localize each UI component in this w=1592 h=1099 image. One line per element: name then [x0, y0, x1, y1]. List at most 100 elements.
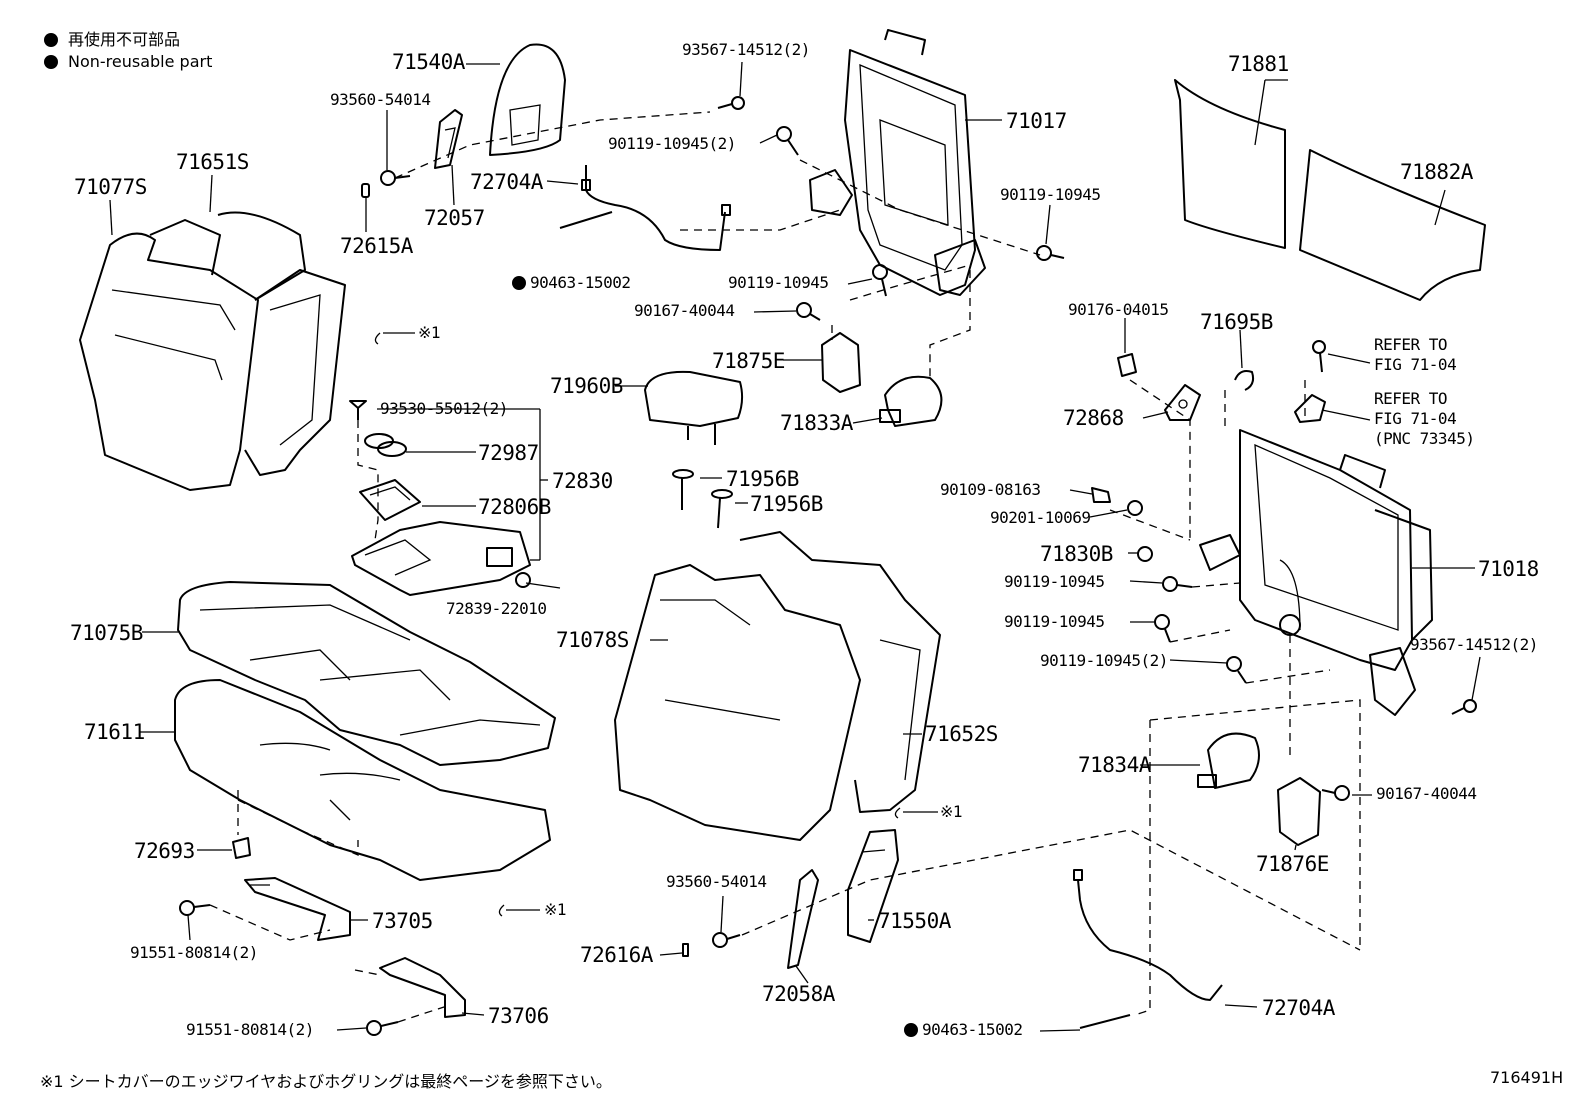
legend-jp-text: 再使用不可部品	[68, 30, 181, 49]
hogring-note-1c-drawing	[498, 904, 540, 917]
bolt-90119-10945-2-top-drawing	[776, 126, 799, 156]
cover-71875E-drawing	[821, 332, 861, 393]
bolt-90167-40044-top-drawing	[796, 302, 821, 321]
part-label-72839-22010[interactable]: 72839-22010	[446, 599, 547, 618]
board-71882A-drawing	[1299, 149, 1486, 301]
part-label-71018[interactable]: 71018	[1478, 557, 1539, 581]
part-label-90119-10945-2-top[interactable]: 90119-10945(2)	[608, 134, 736, 153]
part-label-71956B-1[interactable]: 71956B	[726, 467, 799, 491]
part-label-71876E[interactable]: 71876E	[1256, 852, 1329, 876]
bolt-90119-10945-right-drawing	[1036, 245, 1065, 261]
fig-71-04-link-2[interactable]: FIG 71-04	[1374, 409, 1457, 428]
bolt-93560-54014-bottom-drawing	[712, 932, 741, 948]
part-label-90176-04015[interactable]: 90176-04015	[1068, 300, 1169, 319]
bracket-73706-drawing	[379, 957, 466, 1018]
part-label-91551-80814-2-a[interactable]: 91551-80814(2)	[130, 943, 258, 962]
part-label-90119-10945-right[interactable]: 90119-10945	[1000, 185, 1101, 204]
part-label-71695B[interactable]: 71695B	[1200, 310, 1273, 334]
refer-to-label-2: REFER TO	[1374, 389, 1448, 408]
part-label-71834A[interactable]: 71834A	[1078, 753, 1151, 777]
part-label-71078S[interactable]: 71078S	[556, 628, 629, 652]
part-label-72806B[interactable]: 72806B	[478, 495, 551, 519]
bezel-72058A-drawing	[787, 869, 819, 969]
board-71881-drawing	[1174, 79, 1286, 249]
leader-lines	[109, 61, 1481, 1032]
part-label-72830[interactable]: 72830	[552, 469, 613, 493]
part-label-90119-10945-r2[interactable]: 90119-10945	[1004, 612, 1105, 631]
part-label-71077S[interactable]: 71077S	[74, 175, 147, 199]
bolt-90119-10945-r2-drawing	[1154, 614, 1171, 643]
part-label-72058A[interactable]: 72058A	[762, 982, 835, 1006]
part-label-73705[interactable]: 73705	[372, 909, 433, 933]
seatback-frame-71018-drawing	[1199, 429, 1433, 716]
part-label-73706[interactable]: 73706	[488, 1004, 549, 1028]
part-label-71550A[interactable]: 71550A	[878, 909, 951, 933]
part-label-90463-15002-bottom[interactable]: 90463-15002	[904, 1022, 1023, 1038]
part-label-72704A-top[interactable]: 72704A	[470, 170, 543, 194]
bolt-91551-80814-b-drawing	[366, 1020, 399, 1036]
cover-71876E-drawing	[1277, 777, 1321, 846]
grommet-71695B-drawing	[1234, 370, 1255, 391]
legend-en-text: Non-reusable part	[68, 52, 213, 71]
part-label-71956B-2[interactable]: 71956B	[750, 492, 823, 516]
seatback-cover-71540A-drawing	[489, 43, 566, 156]
nut-90201-10069-drawing	[1127, 500, 1143, 516]
part-label-93567-14512-2-top[interactable]: 93567-14512(2)	[682, 40, 810, 59]
seat-cushion-71075B-drawing	[177, 581, 556, 766]
clip-90176-04015-drawing	[1117, 353, 1137, 377]
part-label-90167-40044-top[interactable]: 90167-40044	[634, 301, 735, 320]
part-label-71652S[interactable]: 71652S	[925, 722, 998, 746]
headrest-71960B-drawing	[644, 370, 744, 445]
part-label-93567-14512-2-right[interactable]: 93567-14512(2)	[1410, 635, 1538, 654]
part-label-71882A[interactable]: 71882A	[1400, 160, 1473, 184]
bolt-90119-10945-r1-drawing	[1162, 576, 1193, 592]
part-label-71540A[interactable]: 71540A	[392, 50, 465, 74]
part-label-71875E[interactable]: 71875E	[712, 349, 785, 373]
bolt-90119-10945-mid-drawing	[872, 264, 888, 297]
clip-pnc-73345-drawing	[1294, 394, 1326, 423]
part-label-93560-54014-bottom[interactable]: 93560-54014	[666, 872, 767, 891]
part-label-71833A[interactable]: 71833A	[780, 411, 853, 435]
part-label-91551-80814-2-b[interactable]: 91551-80814(2)	[186, 1020, 314, 1039]
part-label-72615A[interactable]: 72615A	[340, 234, 413, 258]
part-label-71075B[interactable]: 71075B	[70, 621, 143, 645]
bolt-90109-08163-drawing	[1091, 487, 1111, 503]
part-label-90109-08163[interactable]: 90109-08163	[940, 480, 1041, 499]
part-label-71881[interactable]: 71881	[1228, 52, 1289, 76]
fig-71-04-link-1[interactable]: FIG 71-04	[1374, 355, 1457, 374]
part-label-72693[interactable]: 72693	[134, 839, 195, 863]
part-label-93530-55012-2[interactable]: 93530-55012(2)	[380, 399, 508, 418]
part-label-71611[interactable]: 71611	[84, 720, 145, 744]
part-label-93560-54014-top[interactable]: 93560-54014	[330, 90, 431, 109]
bolt-90119-10945-r3-drawing	[1226, 656, 1247, 684]
part-label-71017[interactable]: 71017	[1006, 109, 1067, 133]
part-label-90119-10945-mid[interactable]: 90119-10945	[728, 273, 829, 292]
dashed-assembly-lines	[209, 111, 1361, 1023]
nut-72839-22010-drawing	[515, 572, 531, 588]
part-label-71960B[interactable]: 71960B	[550, 374, 623, 398]
part-label-71830B[interactable]: 71830B	[1040, 542, 1113, 566]
part-number-text: 90463-15002	[530, 273, 631, 292]
nut-71830B-drawing	[1137, 546, 1153, 562]
part-label-90119-10945-2-r3[interactable]: 90119-10945(2)	[1040, 651, 1168, 670]
part-label-90119-10945-r1[interactable]: 90119-10945	[1004, 572, 1105, 591]
bolt-93567-14512-top-drawing	[717, 96, 745, 110]
part-label-72704A-bottom[interactable]: 72704A	[1262, 996, 1335, 1020]
part-label-72616A[interactable]: 72616A	[580, 943, 653, 967]
part-label-pnc-73345[interactable]: (PNC 73345)	[1374, 429, 1475, 448]
part-label-72868[interactable]: 72868	[1063, 406, 1124, 430]
part-label-90167-40044-right[interactable]: 90167-40044	[1376, 784, 1477, 803]
bracket-73705-drawing	[244, 877, 351, 941]
seatback-assembly-71077S-drawing	[79, 211, 346, 491]
part-label-90463-15002-top[interactable]: 90463-15002	[512, 273, 631, 292]
part-label-72987[interactable]: 72987	[478, 441, 539, 465]
clip-72615A-drawing	[361, 183, 370, 198]
hogring-note-1a-drawing	[374, 332, 415, 345]
part-label-90201-10069[interactable]: 90201-10069	[990, 508, 1091, 527]
cable-72704A-top-drawing	[559, 165, 731, 251]
part-label-72057[interactable]: 72057	[424, 206, 485, 230]
legend-non-reusable-jp: 再使用不可部品	[44, 26, 180, 50]
part-label-71651S[interactable]: 71651S	[176, 150, 249, 174]
hogring-note-1a: ※1	[418, 323, 441, 342]
